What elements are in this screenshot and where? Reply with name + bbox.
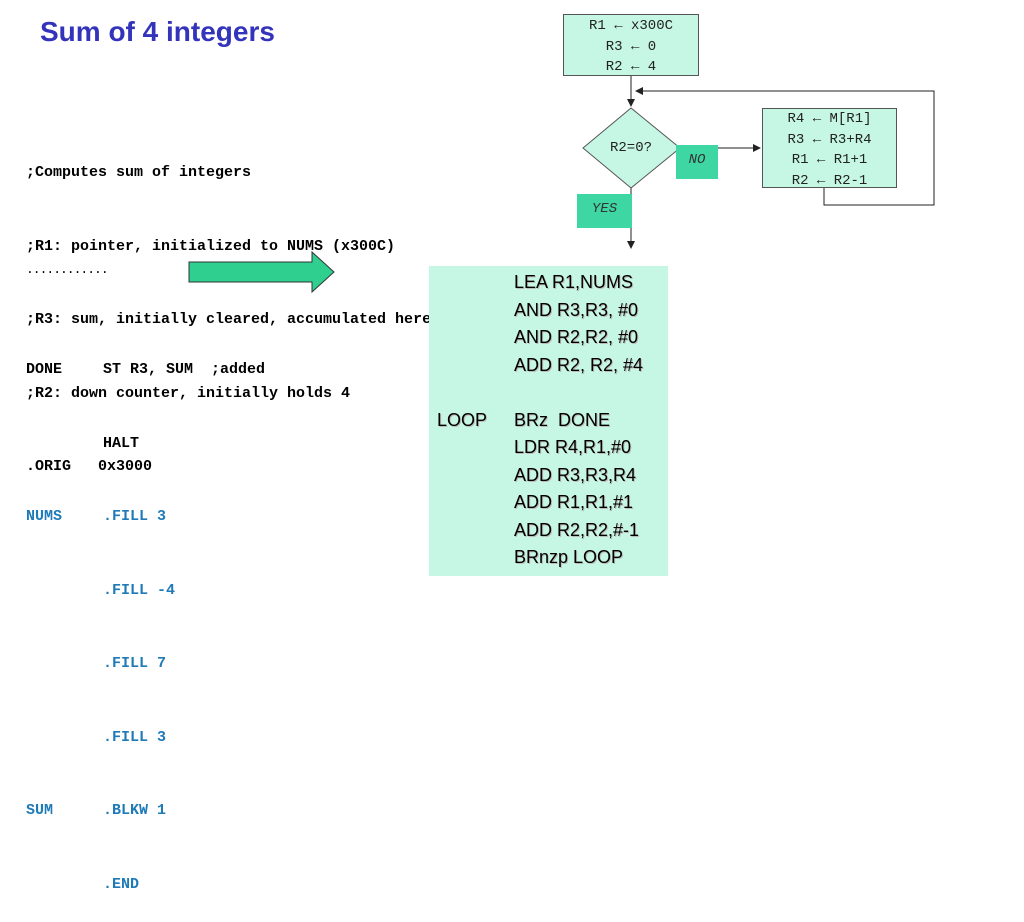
- program-row: SUM .BLKW 1: [26, 799, 265, 824]
- program-label: [26, 873, 103, 898]
- program-label: [26, 652, 103, 677]
- init-box: R1 ← x300C R3 ← 0 R2 ← 4: [563, 14, 699, 76]
- loop-label: LOOP: [437, 409, 488, 430]
- program-code: .FILL 7: [103, 655, 167, 672]
- asm-line: BRz DONE: [514, 409, 611, 430]
- program-code: .END: [103, 875, 140, 893]
- loop-body-line: R3 ← R3+R4: [787, 131, 872, 148]
- ellipsis: ............: [26, 262, 109, 277]
- program-row: .END: [26, 873, 265, 898]
- program-label: DONE: [26, 361, 63, 378]
- decision-label: R2=0?: [609, 140, 652, 156]
- flowchart-connectors: [188, 76, 935, 294]
- yes-tag: YES: [577, 194, 632, 228]
- program-comments: ;Computes sum of integers ;R1: pointer, …: [26, 112, 431, 504]
- program-row: .FILL 7: [26, 652, 265, 677]
- asm-line: LDR R4,R1,#0: [514, 437, 632, 457]
- asm-line: ADD R3,R3,R4: [514, 464, 637, 485]
- program-label: SUM: [26, 802, 54, 819]
- program-row: .FILL 3: [26, 726, 265, 751]
- program-row: DONE ST R3, SUM ;added: [26, 358, 265, 383]
- slide-title: Sum of 4 integers: [40, 16, 275, 47]
- orig-directive: .ORIG 0x3000: [26, 458, 153, 475]
- assembly-panel: LEA R1,NUMS AND R3,R3, #0 AND R2,R2, #0 …: [429, 266, 668, 576]
- loop-body-line: R1 ← R1+1: [791, 152, 868, 168]
- program-row: NUMS .FILL 3: [26, 505, 265, 530]
- program-code: ST R3, SUM ;added: [103, 361, 266, 378]
- asm-line: ADD R2, R2, #4: [514, 354, 644, 375]
- loop-body-box: R4 ← M[R1] R3 ← R3+R4 R1 ← R1+1 R2 ← R2-…: [762, 108, 897, 189]
- comment-line: ;R3: sum, initially cleared, accumulated…: [26, 311, 432, 328]
- loop-back-line: [635, 87, 935, 206]
- program-code: .FILL 3: [103, 728, 167, 746]
- asm-line: LEA R1,NUMS: [514, 272, 634, 292]
- program-code: HALT: [103, 434, 140, 452]
- no-tag: NO: [676, 145, 718, 179]
- asm-line: ADD R2,R2,#-1: [514, 519, 640, 540]
- init-line: R3 ← 0: [605, 38, 657, 55]
- comment-line: ;Computes sum of integers: [26, 164, 252, 181]
- program-row: HALT: [26, 432, 265, 457]
- program-label: [26, 579, 103, 604]
- right-arrow-icon: [188, 250, 335, 294]
- asm-line: BRnzp LOOP: [514, 547, 624, 567]
- loop-body-line: R2 ← R2-1: [791, 172, 868, 189]
- loop-body-line: R4 ← M[R1]: [787, 111, 872, 127]
- init-line: R2 ← 4: [605, 59, 657, 75]
- program-label: [26, 726, 103, 751]
- program-row: .FILL -4: [26, 579, 265, 604]
- program-code: .FILL -4: [103, 581, 176, 599]
- comment-line: ;R1: pointer, initialized to NUMS (x300C…: [26, 237, 396, 255]
- asm-line: AND R3,R3, #0: [514, 299, 639, 320]
- program-code: .FILL 3: [103, 508, 167, 525]
- asm-line: ADD R1,R1,#1: [514, 492, 634, 512]
- program-label: NUMS: [26, 508, 63, 525]
- init-line: R1 ← x300C: [588, 18, 673, 34]
- program-code: .BLKW 1: [103, 802, 167, 819]
- comment-line: ;R2: down counter, initially holds 4: [26, 384, 351, 402]
- asm-line: AND R2,R2, #0: [514, 327, 639, 347]
